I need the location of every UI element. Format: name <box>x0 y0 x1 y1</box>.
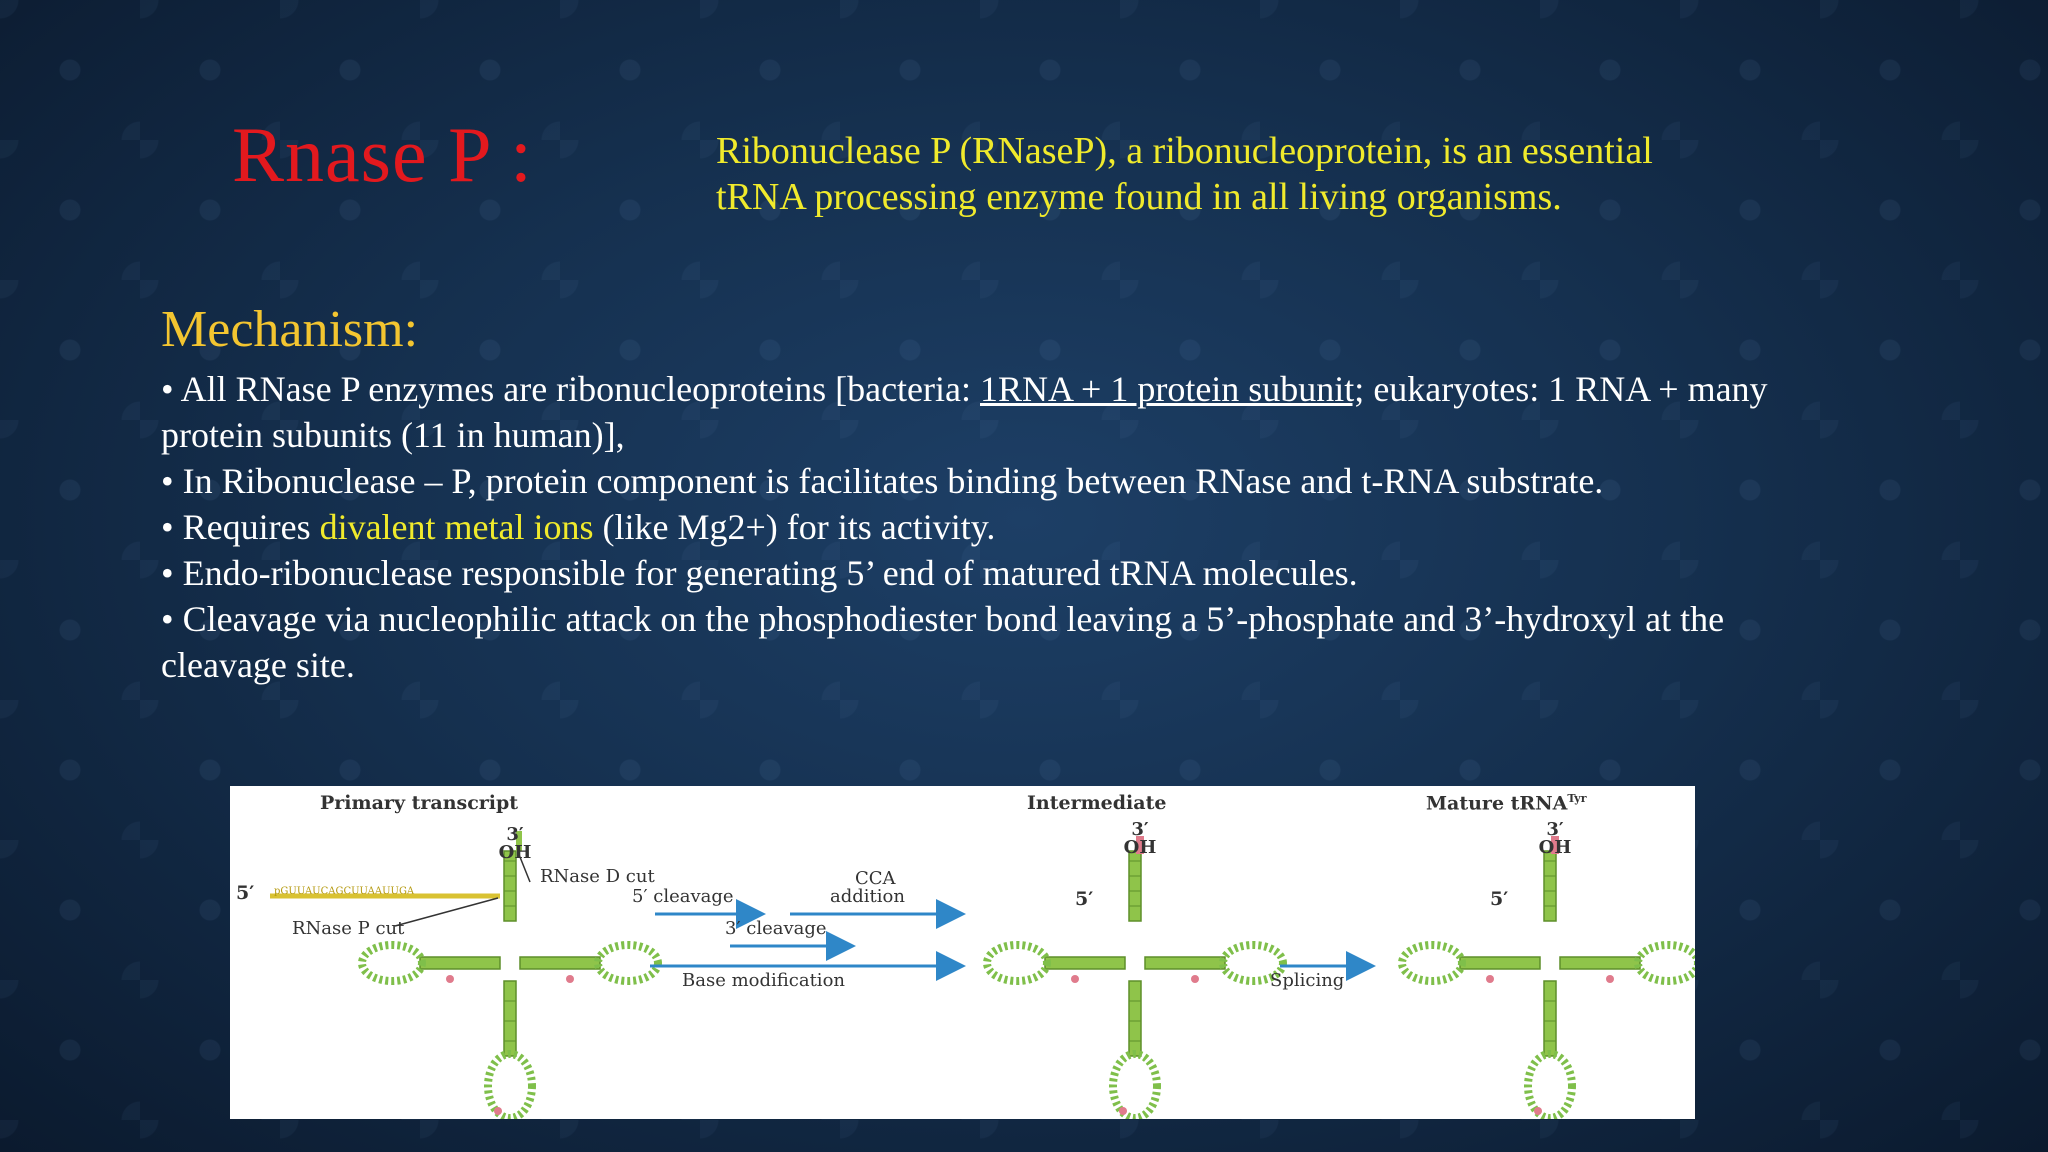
three-prime-oh-mature: 3′OH <box>1538 819 1572 858</box>
five-prime-label-primary: 5′ <box>236 882 255 904</box>
five-prime-label-mature: 5′ <box>1490 888 1509 910</box>
rnase-p-cut-label: RNase P cut <box>292 918 405 939</box>
five-cleavage-label: 5′ cleavage <box>632 886 734 907</box>
list-item: • In Ribonuclease – P, protein component… <box>161 461 1604 501</box>
mature-trna-structure <box>1402 851 1695 1118</box>
three-prime-oh-intermediate: 3′OH <box>1123 819 1157 858</box>
underlined-text: 1RNA + 1 protein subunit; <box>980 369 1365 409</box>
list-item: • Endo-ribonuclease responsible for gene… <box>161 553 1358 593</box>
highlight-text: divalent metal ions <box>319 507 594 547</box>
list-item: • All RNase P enzymes are ribonucleoprot… <box>161 369 1768 455</box>
base-modification-label: Base modification <box>682 970 845 991</box>
cca-tail <box>1136 836 1144 854</box>
addition-label: addition <box>830 886 905 907</box>
trna-diagram <box>270 831 1695 1119</box>
rnase-d-cut-pointer <box>517 851 531 883</box>
splicing-label: Splicing <box>1270 970 1345 991</box>
list-item: • Cleavage via nucleophilic attack on th… <box>161 599 1725 685</box>
trna-processing-figure: Primary transcript Intermediate Mature t… <box>230 786 1695 1119</box>
mechanism-heading: Mechanism: <box>161 301 419 358</box>
leader-sequence-text: pGUUAUCAGCUUAAUUGA <box>274 886 415 897</box>
header-primary-transcript: Primary transcript <box>320 792 519 814</box>
header-mature-trna: Mature tRNATyr <box>1426 792 1587 815</box>
header-intermediate: Intermediate <box>1027 792 1167 814</box>
intro-text: Ribonuclease P (RNaseP), a ribonucleopro… <box>716 130 1653 218</box>
slide-title: Rnase P : <box>232 111 533 198</box>
three-cleavage-label: 3′ cleavage <box>725 918 827 939</box>
cca-tail <box>1551 836 1559 854</box>
rnase-p-cut-pointer <box>394 897 499 927</box>
three-prime-oh-primary: 3′OH <box>498 824 532 863</box>
three-prime-extension <box>516 831 522 851</box>
five-prime-label-intermediate: 5′ <box>1075 888 1094 910</box>
mechanism-list: • All RNase P enzymes are ribonucleoprot… <box>161 366 1801 688</box>
rnase-d-cut-label: RNase D cut <box>540 866 655 887</box>
intermediate-structure <box>987 851 1283 1118</box>
list-item: • Requires divalent metal ions (like Mg2… <box>161 507 996 547</box>
cca-label: CCA <box>855 868 896 889</box>
